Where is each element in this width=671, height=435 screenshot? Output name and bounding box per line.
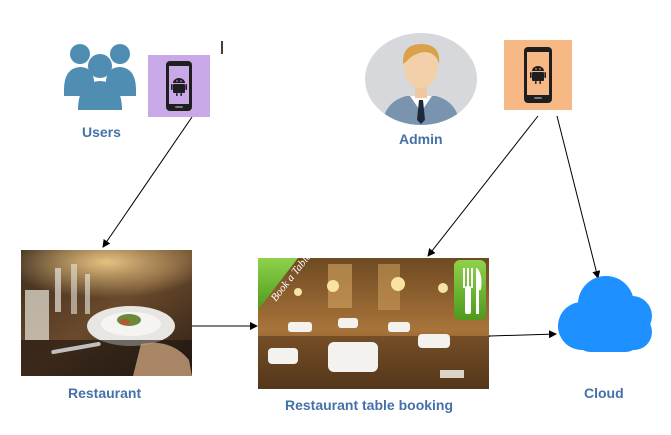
arrow-booking-cloud-bidirectional [482,330,557,341]
users-label: Users [82,124,121,140]
restaurant-label: Restaurant [68,385,142,401]
arrow-userphone-to-restaurant [102,116,193,248]
android-phone-icon [166,61,192,111]
cloud-label: Cloud [584,385,624,401]
android-phone-icon [524,47,552,103]
dining-hall-photo: Book a Table [258,258,489,389]
cloud-icon [558,276,652,352]
admin-avatar-icon [365,33,477,125]
restaurant-photo [21,250,192,376]
admin-label: Admin [399,131,443,147]
booking-label: Restaurant table booking [285,397,454,413]
users-group-icon [64,44,136,110]
arrow-adminphone-to-cloud [556,115,601,279]
admin-phone-tile [504,40,572,110]
user-phone-tile [148,55,210,117]
arrow-adminphone-to-booking [427,115,539,257]
